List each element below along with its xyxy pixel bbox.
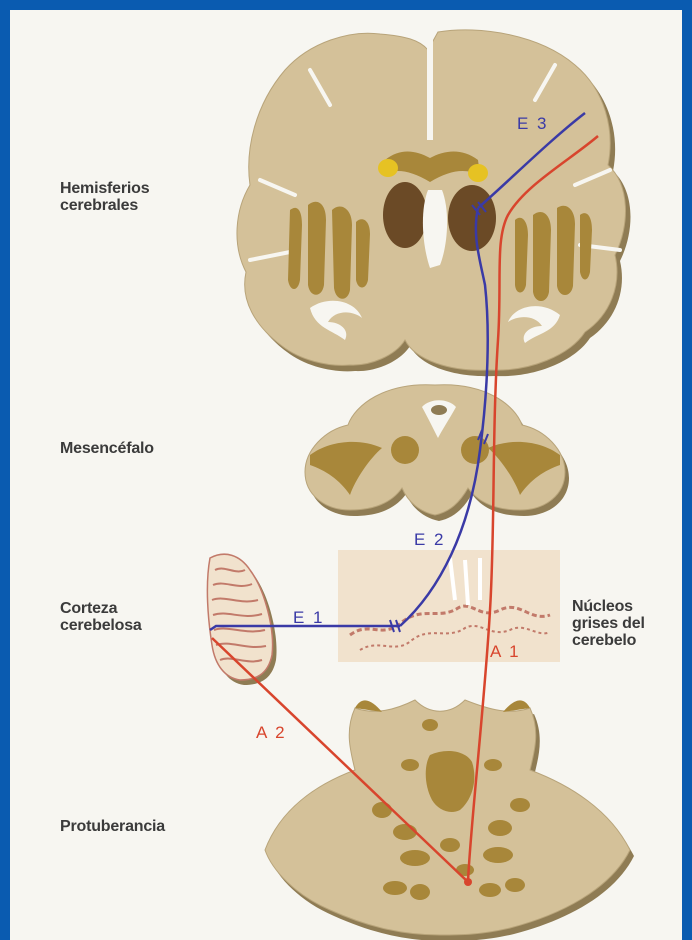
thalamus-left — [383, 182, 427, 248]
pons-nucleus-10 — [440, 838, 460, 852]
caudate-right — [468, 164, 488, 182]
pons-body — [265, 700, 630, 935]
cerebral-hemispheres — [237, 30, 631, 376]
label-cerebral-hemispheres: Hemisferios cerebrales — [60, 180, 149, 214]
pons-nucleus-1 — [401, 759, 419, 771]
path-label-e2: E 2 — [414, 530, 446, 550]
pons-nucleus-15 — [505, 878, 525, 892]
cortex-body — [207, 554, 272, 680]
pons-nucleus-6 — [393, 824, 417, 840]
pons-nucleus-9 — [483, 847, 513, 863]
pons-nucleus-13 — [410, 884, 430, 900]
caudate-left — [378, 159, 398, 177]
pons-nucleus-12 — [383, 881, 407, 895]
pons-nucleus-8 — [400, 850, 430, 866]
pons-nucleus-14 — [479, 883, 501, 897]
pons — [265, 700, 634, 940]
cerebellar-nuclei-panel — [338, 550, 560, 662]
pons-nucleus-7 — [488, 820, 512, 836]
red-nucleus-left — [391, 436, 419, 464]
midbrain — [305, 385, 569, 521]
pons-junction-dot — [464, 878, 472, 886]
path-label-e1: E 1 — [293, 608, 325, 628]
figure-frame: Hemisferios cerebrales Mesencéfalo Corte… — [10, 10, 682, 940]
cerebellum-pathway-diagram — [10, 10, 682, 940]
pons-nucleus-4 — [372, 802, 392, 818]
pons-nucleus-5 — [510, 798, 530, 812]
thalamus-right — [448, 185, 496, 251]
pons-nucleus-3 — [422, 719, 438, 731]
path-label-a1: A 1 — [490, 642, 521, 662]
label-pons: Protuberancia — [60, 818, 165, 835]
label-cerebellar-cortex: Corteza cerebelosa — [60, 600, 142, 634]
path-label-a2: A 2 — [256, 723, 287, 743]
path-label-e3: E 3 — [517, 114, 549, 134]
label-midbrain: Mesencéfalo — [60, 440, 154, 457]
pons-nucleus-2 — [484, 759, 502, 771]
label-cerebellar-nuclei: Núcleos grises del cerebelo — [572, 598, 645, 649]
aqueduct-lumen — [431, 405, 447, 415]
